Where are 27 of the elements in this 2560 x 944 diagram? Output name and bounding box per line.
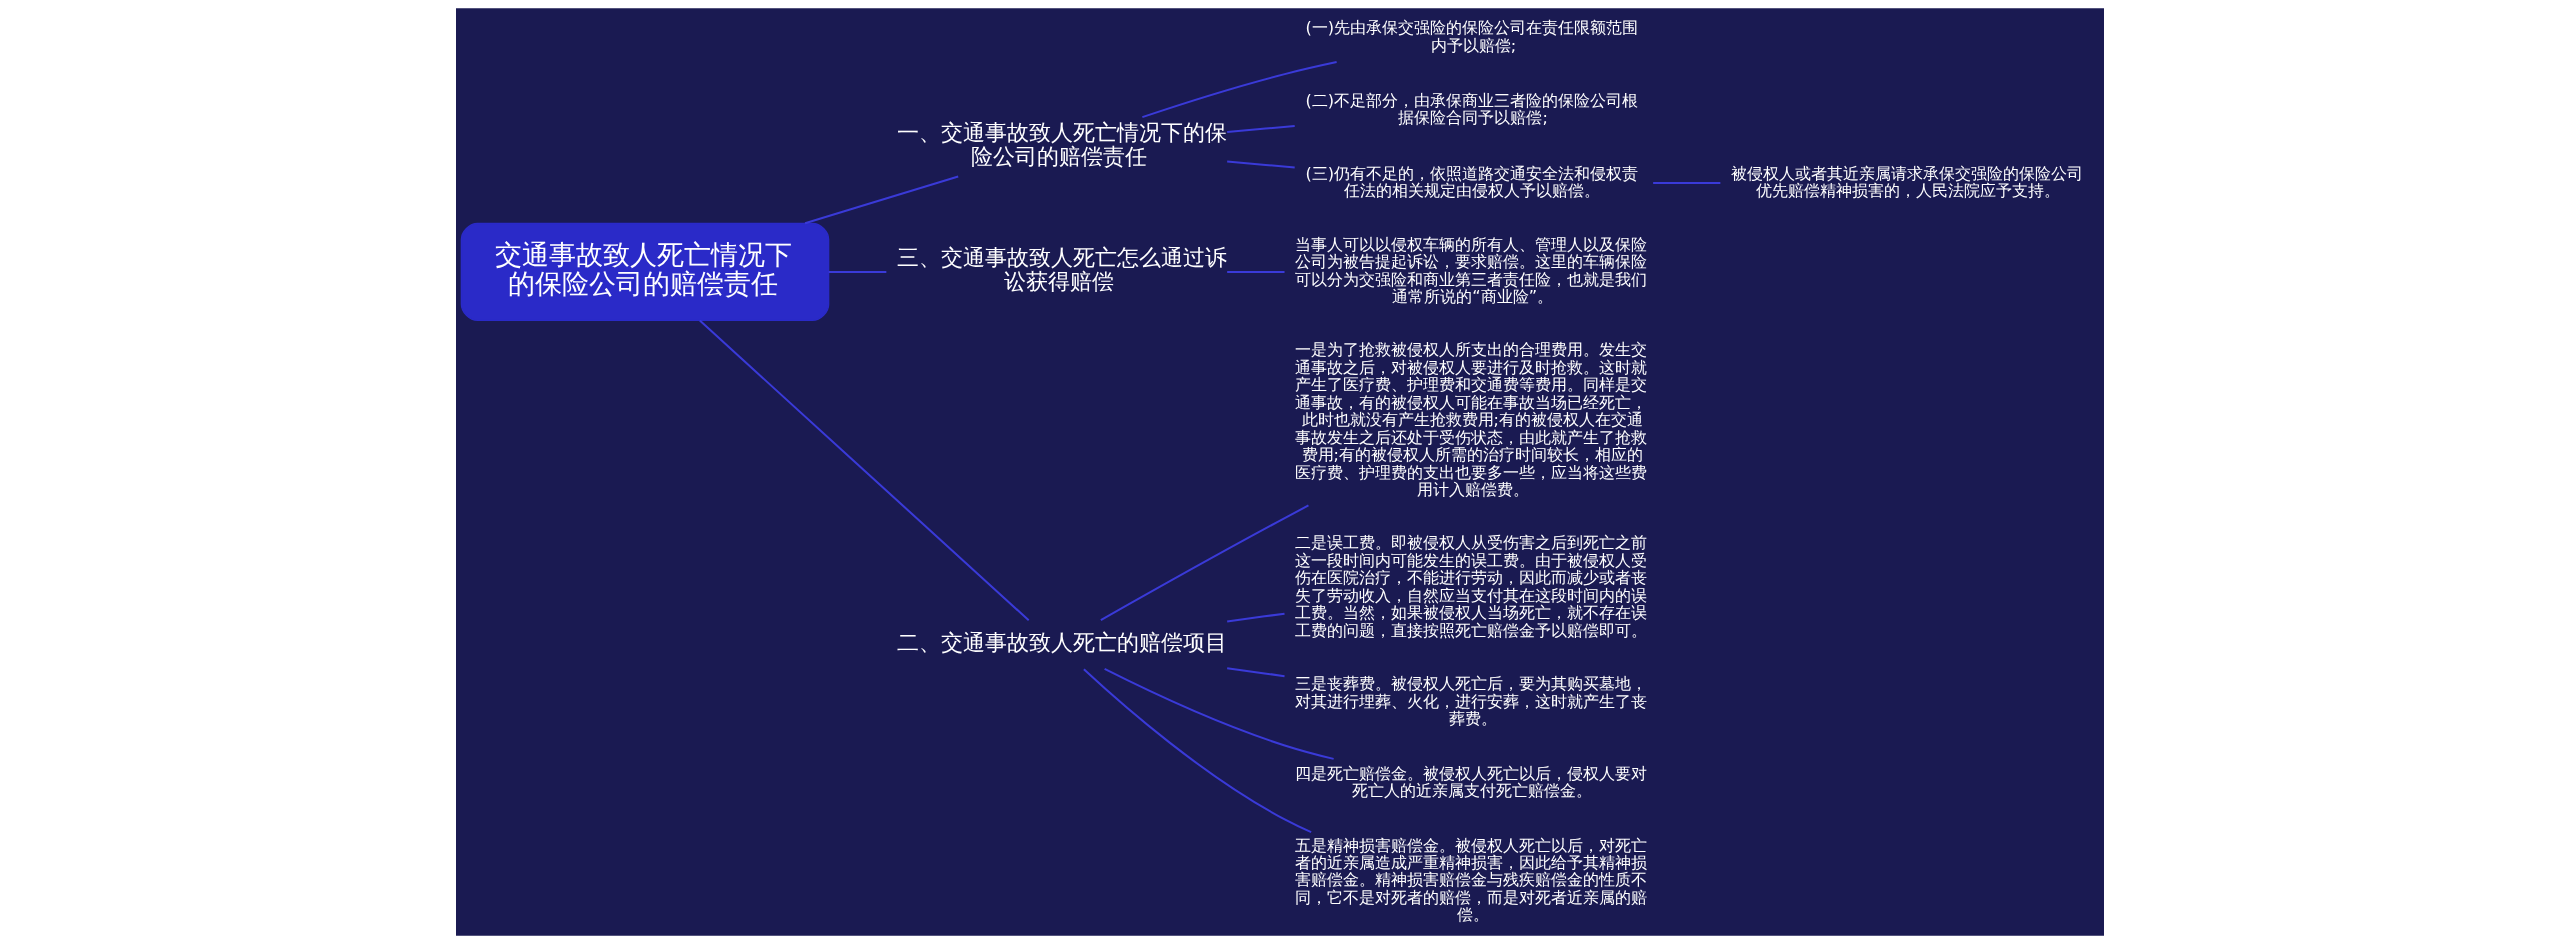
- connector: [1100, 504, 1309, 621]
- node-text: 三是丧葬费。被侵权人死亡后，要为其购买墓地，对其进行埋葬、火化，进行安葬，这时就产生了丧葬费。: [1295, 674, 1648, 729]
- connector: [1227, 125, 1295, 133]
- connector: [1227, 160, 1295, 169]
- node-text: 二、交通事故致人死亡的赔偿项目: [897, 629, 1228, 655]
- node-text: 被侵权人或者其近亲属请求承保交强险的保险公司优先赔偿精神损害的，人民法院应予支持。: [1731, 163, 2084, 201]
- node-box: 交通事故致人死亡情况下的保险公司的赔偿责任: [460, 222, 830, 321]
- node-text: 一是为了抢救被侵权人所支出的合理费用。发生交通事故之后，对被侵权人要进行及时抢救。这时就产生了医疗费、护理费和交通费等费用。同样是交通事故，有的被侵权人可能在事故当场已经死亡，此时也就没有产生抢救费用;有的被侵权人在交通事故发生之后还处于受伤状态，由此就产生了抢救费用;有的被侵权人所需的治疗时间较长，相应的医疗费、护理费的支出也要多一些，应当将这些费用计入赔偿费。: [1295, 340, 1648, 500]
- connector: [1227, 270, 1285, 273]
- connector: [1227, 667, 1285, 678]
- node-text: (一)先由承保交强险的保险公司在责任限额范围内予以赔偿;: [1305, 18, 1639, 55]
- connector: [1083, 668, 1312, 834]
- connector: [828, 270, 887, 273]
- node-text: 五是精神损害赔偿金。被侵权人死亡以后，对死亡者的近亲属造成严重精神损害，因此给予其精神损害赔偿金。精神损害赔偿金与残疾赔偿金的性质不同，它不是对死者的赔偿，而是对死者近亲属的赔偿。: [1295, 835, 1648, 925]
- node-text: 四是死亡赔偿金。被侵权人死亡以后，侵权人要对死亡人的近亲属支付死亡赔偿金。: [1295, 763, 1648, 801]
- node-text: 三、交通事故致人死亡怎么通过诉讼获得赔偿: [897, 244, 1228, 295]
- connector: [1104, 668, 1334, 760]
- node-text: 当事人可以以侵权车辆的所有人、管理人以及保险公司为被告提起诉讼，要求赔偿。这里的车辆保险可以分为交强险和商业第三者责任险，也就是我们通常所说的“商业险”。: [1295, 234, 1648, 307]
- node-text: (三)仍有不足的，依照道路交通安全法和侵权责任法的相关规定由侵权人予以赔偿。: [1305, 163, 1639, 201]
- connector: [1142, 61, 1337, 119]
- connector: [804, 175, 959, 225]
- node-text: 一、交通事故致人死亡情况下的保险公司的赔偿责任: [897, 119, 1228, 169]
- connector: [1227, 612, 1285, 623]
- connector: [699, 319, 1030, 622]
- node-text: 二是误工费。即被侵权人从受伤害之后到死亡之前这一段时间内可能发生的误工费。由于被侵权人受伤在医院治疗，不能进行劳动，因此而减少或者丧失了劳动收入，自然应当支付其在这段时间内的误工费。当然，如果被侵权人当场死亡，就不存在误工费的问题，直接按照死亡赔偿金予以赔偿即可。: [1295, 533, 1648, 640]
- node-text: (二)不足部分，由承保商业三者险的保险公司根据保险合同予以赔偿;: [1305, 90, 1639, 128]
- connector: [1653, 182, 1721, 185]
